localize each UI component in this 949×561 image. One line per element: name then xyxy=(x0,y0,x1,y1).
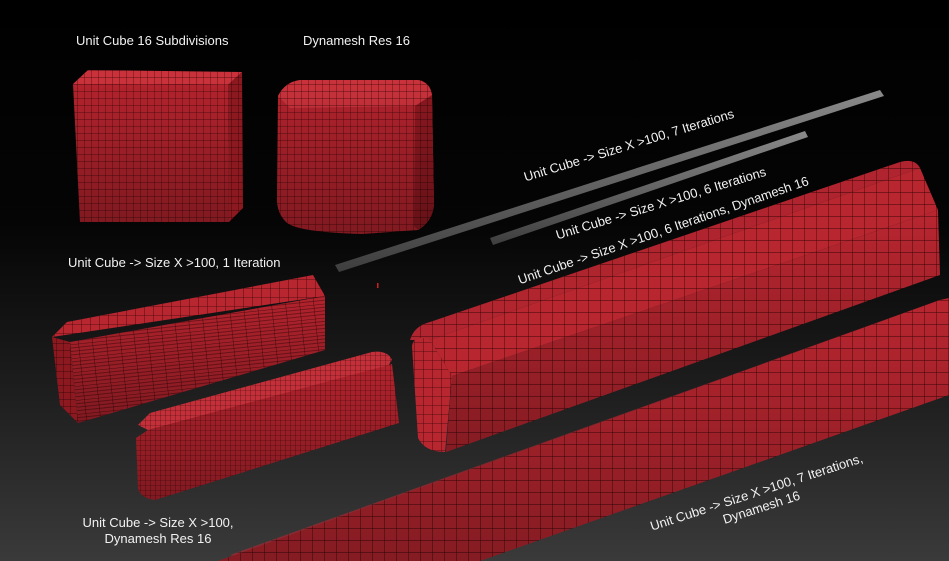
label-1-iteration: Unit Cube -> Size X >100, 1 Iteration xyxy=(68,255,281,270)
label-dynamesh-res16: Dynamesh Res 16 xyxy=(303,33,410,48)
dynamesh-cube xyxy=(276,80,434,234)
marker-dot xyxy=(377,283,379,288)
rod-6-iterations xyxy=(490,131,808,245)
label-unit-cube-subdivisions: Unit Cube 16 Subdivisions xyxy=(76,33,229,48)
bar-dynamesh-res16 xyxy=(136,351,399,500)
rod-7-iterations xyxy=(335,90,884,272)
unit-cube-subdivided xyxy=(73,70,243,222)
label-dynamesh-bar: Unit Cube -> Size X >100, Dynamesh Res 1… xyxy=(74,515,242,547)
label-dynamesh-bar-line1: Unit Cube -> Size X >100, xyxy=(82,515,234,530)
bar-7-iterations-dynamesh xyxy=(218,298,949,561)
bar-6-iterations-dynamesh xyxy=(410,160,940,452)
label-dynamesh-bar-line2: Dynamesh Res 16 xyxy=(104,531,212,546)
bar-1-iteration xyxy=(52,275,325,423)
